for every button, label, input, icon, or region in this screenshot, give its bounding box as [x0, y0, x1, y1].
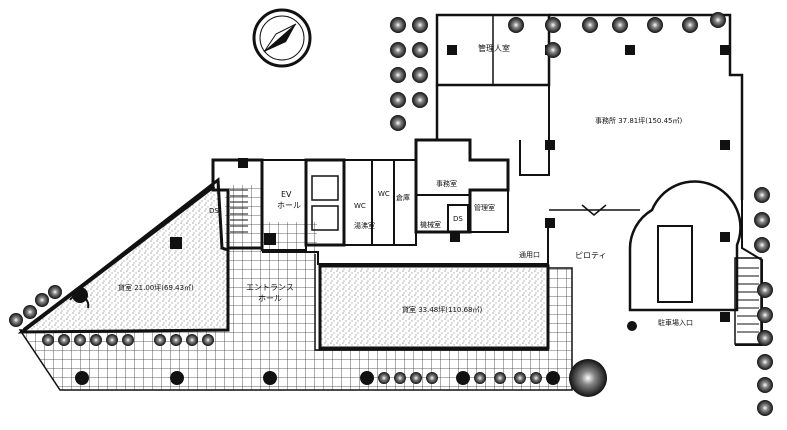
label-tsuyoguchi: 通用口	[519, 251, 540, 259]
label-ev: EV	[281, 190, 292, 199]
label-jimushitsu: 事務室	[436, 180, 457, 188]
label-hall: ホール	[277, 201, 301, 210]
label-kanri: 管理人室	[478, 44, 510, 53]
label-rental-left: 貸室 21.00坪(69.43㎡)	[118, 284, 194, 292]
label-ds-1: DS	[209, 207, 219, 215]
core-building	[211, 138, 549, 265]
label-yuseishitsu: 湯沸室	[354, 222, 375, 230]
label-kanrishitsu: 管理室	[474, 204, 495, 212]
label-kikaishitsu: 機械室	[420, 221, 441, 229]
label-wc-2: WC	[354, 202, 366, 210]
label-entrance: エントランス	[246, 283, 294, 292]
rental-room-center	[318, 264, 550, 350]
label-jimusho: 事務所 37.81坪(150.45㎡)	[595, 117, 683, 125]
rental-room-left	[17, 177, 230, 334]
label-soko: 倉庫	[396, 194, 410, 202]
label-entrance-hall: ホール	[258, 294, 282, 303]
label-wc-1: WC	[378, 190, 390, 198]
label-rental-center: 貸室 33.48坪(110.68㎡)	[402, 306, 483, 314]
compass-icon	[252, 8, 312, 68]
label-ds-2: DS	[453, 215, 463, 223]
label-parking: 駐車場入口	[658, 319, 693, 327]
tree-row-bottom	[75, 371, 560, 385]
label-piloti: ピロティ	[575, 251, 607, 260]
shrubs	[9, 12, 773, 416]
